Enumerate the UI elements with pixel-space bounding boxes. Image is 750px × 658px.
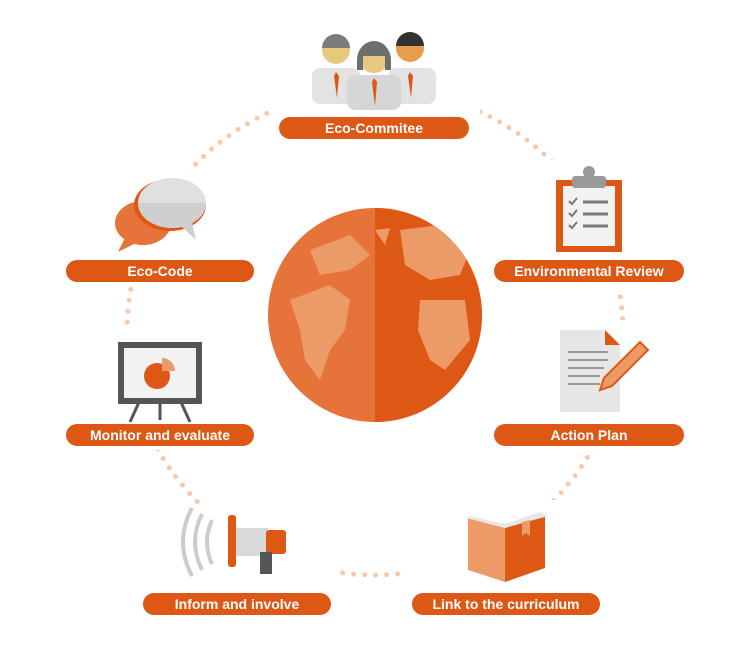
people-icon	[312, 32, 436, 110]
document-pencil-icon	[560, 330, 650, 412]
presentation-board-icon	[118, 342, 202, 423]
step-label-eco-code: Eco-Code	[66, 260, 254, 282]
step-label-link-to-curriculum: Link to the curriculum	[412, 593, 600, 615]
step-label-eco-committee: Eco-Commitee	[279, 117, 469, 139]
open-book-icon	[466, 512, 548, 582]
megaphone-icon	[181, 507, 286, 577]
step-label-action-plan: Action Plan	[494, 424, 684, 446]
speech-bubbles-icon	[115, 178, 206, 252]
step-label-environmental-review: Environmental Review	[494, 260, 684, 282]
step-label-inform-and-involve: Inform and involve	[143, 593, 331, 615]
step-label-monitor-and-evaluate: Monitor and evaluate	[66, 424, 254, 446]
clipboard-checklist-icon	[556, 166, 622, 252]
globe-icon	[268, 208, 482, 422]
